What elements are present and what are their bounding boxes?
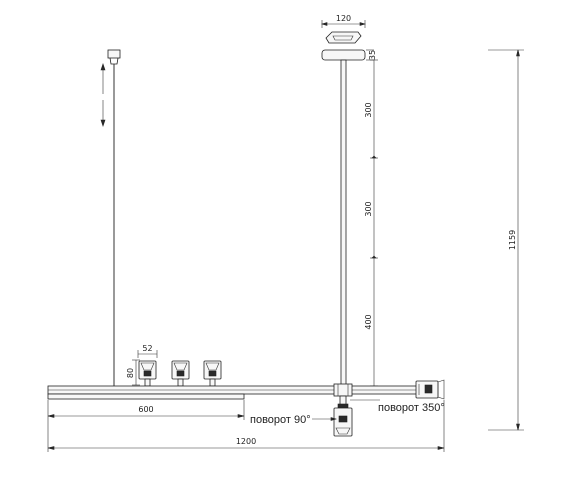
canopy-top-view (325, 31, 362, 44)
spotlight-1 (138, 360, 157, 387)
total-length-label: 1200 (236, 437, 256, 446)
junction-block (333, 383, 353, 397)
ceiling-canopy-group: 120 35 (320, 14, 377, 61)
canopy-height-label: 35 (368, 50, 377, 60)
rotation-350-caption: поворот 350° (378, 402, 445, 414)
spot-height-label: 80 (126, 368, 135, 378)
spotlight-2 (171, 360, 190, 387)
left-bar-length-label: 600 (138, 405, 153, 414)
rotation-annotations: поворот 90° поворот 350° (250, 399, 445, 426)
lower-left-bar (47, 393, 245, 400)
rod-segment-lower-label: 400 (364, 314, 373, 329)
central-rod (340, 59, 347, 387)
spot-width-label: 52 (142, 344, 152, 353)
left-canopy-cup (109, 57, 119, 65)
rail-end-spotlight (415, 379, 445, 400)
total-height-label: 1159 (508, 230, 517, 250)
left-suspension (100, 49, 121, 386)
rod-segment-middle-label: 300 (364, 201, 373, 216)
rod-segment-upper-label: 300 (364, 102, 373, 117)
total-height-dimension: 1159 (488, 49, 524, 431)
hanging-spotlight (333, 395, 353, 437)
cable-adjust-arrows (100, 63, 106, 127)
spotlight-3 (203, 360, 222, 387)
central-rod-group: 300 300 400 (340, 59, 378, 387)
canopy-width-label: 120 (336, 14, 351, 23)
ceiling-canopy (321, 49, 366, 61)
spotlights: 52 80 (126, 344, 222, 387)
left-canopy (107, 49, 121, 59)
rail-group (47, 379, 445, 437)
total-length-dimension: 1200 (47, 400, 445, 452)
rotation-90-caption: поворот 90° (250, 414, 311, 426)
left-bar-dimension: 600 (47, 400, 245, 420)
